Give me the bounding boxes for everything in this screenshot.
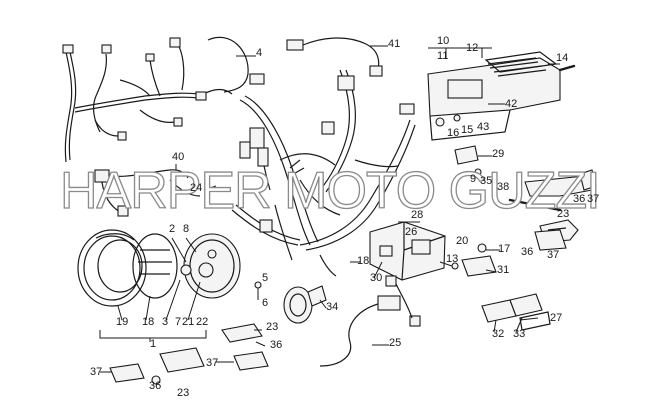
callout-c16: 16 bbox=[447, 127, 459, 139]
part-40-harness bbox=[94, 164, 201, 217]
callout-c30: 30 bbox=[370, 272, 382, 284]
callout-c40: 40 bbox=[172, 151, 184, 163]
callout-c25: 25 bbox=[389, 337, 401, 349]
leader-lines bbox=[117, 63, 560, 347]
callout-c14: 14 bbox=[556, 52, 568, 64]
callout-c22: 22 bbox=[196, 316, 208, 328]
part-34-horn bbox=[283, 285, 327, 324]
callout-c8: 8 bbox=[183, 223, 189, 235]
callout-c36b: 36 bbox=[521, 246, 533, 258]
callout-c6: 6 bbox=[262, 297, 268, 309]
callout-c41: 41 bbox=[388, 38, 400, 50]
main-harness bbox=[231, 69, 416, 277]
callout-c2: 2 bbox=[169, 223, 175, 235]
callout-c9: 9 bbox=[470, 173, 476, 185]
callout-c28: 28 bbox=[411, 209, 423, 221]
part-41-cable bbox=[286, 37, 388, 77]
callout-c36c: 36 bbox=[270, 339, 282, 351]
callout-c4: 4 bbox=[256, 47, 262, 59]
callout-c23c: 23 bbox=[177, 387, 189, 399]
callout-c33: 33 bbox=[513, 328, 525, 340]
callout-c35: 35 bbox=[480, 175, 492, 187]
callout-c42: 42 bbox=[505, 98, 517, 110]
watermark-text: HARPER MOTO GUZZI bbox=[60, 162, 600, 220]
callout-c37c: 37 bbox=[90, 366, 102, 378]
right-indicator bbox=[534, 229, 567, 251]
callout-c37d: 37 bbox=[206, 357, 218, 369]
callout-c24: 24 bbox=[190, 182, 202, 194]
callout-c37b: 37 bbox=[547, 249, 559, 261]
callout-c38: 38 bbox=[497, 181, 509, 193]
callout-c20: 20 bbox=[456, 235, 468, 247]
callout-c43: 43 bbox=[477, 121, 489, 133]
callout-c23a: 23 bbox=[557, 208, 569, 220]
bracket-1 bbox=[99, 330, 207, 342]
headlamp-assembly bbox=[77, 229, 241, 307]
callout-c19: 19 bbox=[116, 316, 128, 328]
callout-c17: 17 bbox=[498, 243, 510, 255]
callout-c26: 26 bbox=[405, 226, 417, 238]
callout-c3: 3 bbox=[162, 316, 168, 328]
callout-c5: 5 bbox=[262, 272, 268, 284]
callout-c12: 12 bbox=[466, 42, 478, 54]
callout-c21: 21 bbox=[182, 316, 194, 328]
callout-c23b: 23 bbox=[266, 321, 278, 333]
callout-c18b: 18 bbox=[142, 316, 154, 328]
part-28-relay-box bbox=[369, 221, 446, 281]
callout-c36d: 36 bbox=[149, 380, 161, 392]
callout-c32: 32 bbox=[492, 328, 504, 340]
screws-5-6 bbox=[254, 281, 262, 300]
part-29-bracket bbox=[454, 145, 492, 176]
callout-c27: 27 bbox=[550, 312, 562, 324]
callout-c13: 13 bbox=[446, 253, 458, 265]
callout-c10: 10 bbox=[437, 35, 449, 47]
callout-c37a: 37 bbox=[587, 193, 599, 205]
callout-c31: 31 bbox=[497, 264, 509, 276]
part-4-harness bbox=[62, 36, 265, 163]
part-33-switch bbox=[481, 293, 551, 331]
callout-c11: 11 bbox=[437, 50, 448, 62]
callout-c34: 34 bbox=[326, 301, 338, 313]
part-25-cable bbox=[319, 275, 421, 367]
callout-c1: 1 bbox=[150, 338, 156, 350]
callout-c36a: 36 bbox=[573, 193, 585, 205]
callout-c18a: 18 bbox=[357, 255, 369, 267]
callout-c7: 7 bbox=[175, 316, 181, 328]
callout-c15: 15 bbox=[461, 124, 473, 136]
callout-c29: 29 bbox=[492, 148, 504, 160]
lower-indicators bbox=[100, 323, 269, 385]
